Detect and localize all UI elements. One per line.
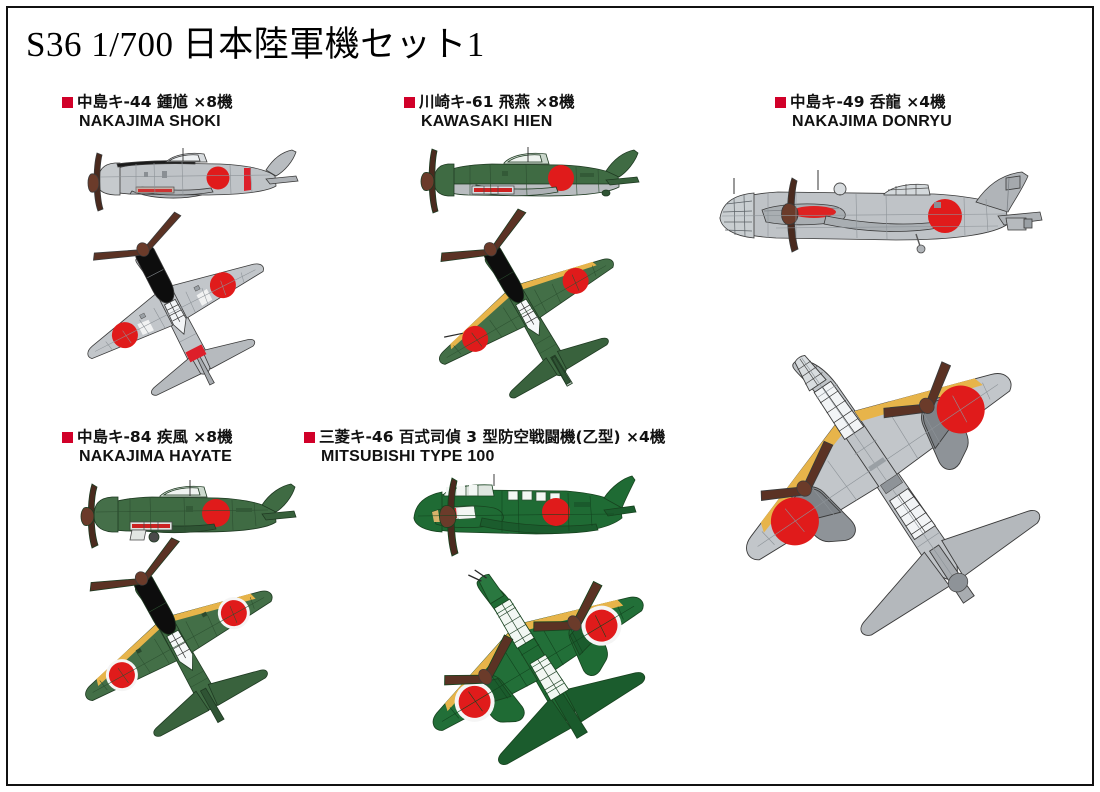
label-ki84-en: NAKAJIMA HAYATE [79, 447, 232, 465]
ki44-side-profile [70, 143, 300, 213]
ki84-side-profile [68, 478, 298, 550]
label-ki44-jp-line: 中島キ-44 鍾馗 ×8機 [62, 93, 233, 112]
label-ki61: 川崎キ-61 飛燕 ×8機 KAWASAKI HIEN [404, 93, 575, 131]
ki61-planform [424, 208, 642, 406]
bullet-square-icon [775, 97, 786, 109]
label-ki61-jp-line: 川崎キ-61 飛燕 ×8機 [404, 93, 575, 112]
bullet-square-icon [62, 97, 73, 109]
label-ki49: 中島キ-49 呑龍 ×4機 NAKAJIMA DONRYU [775, 93, 953, 131]
label-ki61-en: KAWASAKI HIEN [421, 112, 553, 130]
label-ki46-jp-line: 三菱キ-46 百式司偵 3 型防空戦闘機(乙型) ×4機 [304, 428, 666, 447]
ki61-side-profile [410, 143, 645, 215]
label-ki49-en: NAKAJIMA DONRYU [792, 112, 953, 130]
label-ki44: 中島キ-44 鍾馗 ×8機 NAKAJIMA SHOKI [62, 93, 233, 131]
ki46-side-profile [398, 474, 637, 560]
ki46-planform [406, 552, 656, 765]
label-ki46-en: MITSUBISHI TYPE 100 [321, 447, 495, 465]
ki44-planform [72, 211, 292, 403]
label-ki49-jp: 中島キ-49 呑龍 ×4機 [790, 93, 946, 111]
page-title: S36 1/700 日本陸軍機セット1 [26, 25, 485, 64]
label-ki46-jp: 三菱キ-46 百式司偵 3 型防空戦闘機(乙型) ×4機 [319, 428, 666, 446]
label-ki61-jp: 川崎キ-61 飛燕 ×8機 [419, 93, 575, 111]
label-ki84: 中島キ-84 疾風 ×8機 NAKAJIMA HAYATE [62, 428, 233, 466]
label-ki49-jp-line: 中島キ-49 呑龍 ×4機 [775, 93, 952, 112]
ki49-planform [726, 312, 1052, 652]
label-ki84-jp-line: 中島キ-84 疾風 ×8機 [62, 428, 233, 447]
label-ki44-jp: 中島キ-44 鍾馗 ×8機 [77, 93, 233, 111]
ki49-side-profile [706, 168, 1046, 274]
bullet-square-icon [304, 432, 315, 444]
label-ki44-en: NAKAJIMA SHOKI [79, 112, 221, 130]
bullet-square-icon [404, 97, 415, 109]
label-ki46: 三菱キ-46 百式司偵 3 型防空戦闘機(乙型) ×4機 MITSUBISHI … [304, 428, 666, 466]
bullet-square-icon [62, 432, 73, 444]
ki84-planform [72, 537, 296, 744]
label-ki84-jp: 中島キ-84 疾風 ×8機 [77, 428, 233, 446]
